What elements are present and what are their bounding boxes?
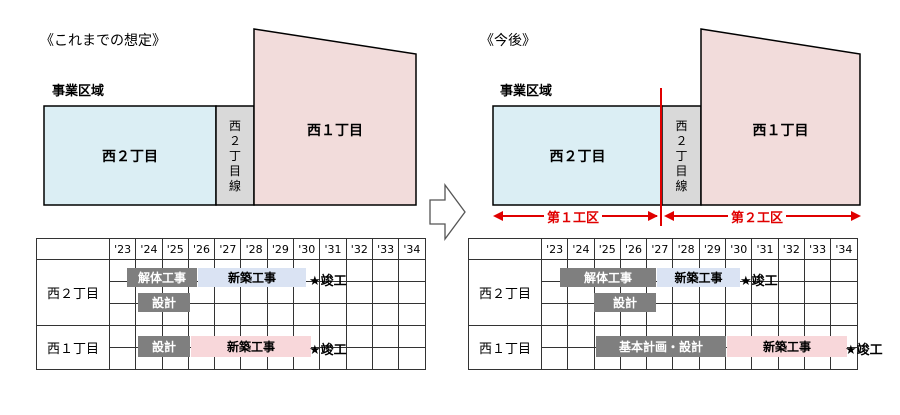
year-header: '25 bbox=[593, 238, 621, 260]
road-char: 線 bbox=[675, 178, 688, 193]
right-west1-label: 西１丁目 bbox=[752, 123, 809, 139]
road-char: 丁 bbox=[228, 148, 241, 163]
left-area-label: 事業区域 bbox=[52, 84, 105, 99]
year-header: '33 bbox=[371, 238, 400, 260]
road-char: ２ bbox=[675, 133, 688, 148]
year-header: '28 bbox=[672, 238, 700, 260]
table-header-row: '23 '24 '25 '26 '27 '28 '29 '30 '31 '32 … bbox=[36, 238, 426, 260]
road-char: 線 bbox=[228, 178, 241, 193]
left-west1-block-shape bbox=[253, 28, 417, 206]
zone1-right-arrowhead-icon bbox=[648, 211, 658, 221]
right-west2-label: 西２丁目 bbox=[549, 148, 606, 165]
left-completion-w1: ★竣工 bbox=[309, 343, 347, 358]
left-west1-label: 西１丁目 bbox=[307, 123, 363, 139]
zone2-label: 第２工区 bbox=[728, 207, 787, 226]
right-west1-block-shape bbox=[700, 28, 861, 206]
table-header-row: '23 '24 '25 '26 '27 '28 '29 '30 '31 '32 … bbox=[468, 238, 858, 260]
year-header: '32 bbox=[345, 238, 373, 260]
year-header: '30 bbox=[725, 238, 753, 260]
zone1-left-arrowhead-icon bbox=[493, 211, 503, 221]
year-header: '25 bbox=[161, 238, 189, 260]
road-char: 西 bbox=[228, 118, 241, 133]
right-new-build-w2-bar: 新築工事 bbox=[657, 268, 740, 287]
year-header: '31 bbox=[751, 238, 779, 260]
table-corner bbox=[36, 238, 110, 260]
year-header: '31 bbox=[319, 238, 347, 260]
right-basic-plan-bar: 基本計画・設計 bbox=[596, 336, 726, 357]
row-label: 西２丁目 bbox=[36, 259, 110, 326]
road-char: ２ bbox=[228, 133, 241, 148]
left-new-build-w1-bar: 新築工事 bbox=[191, 336, 311, 357]
year-header: '24 bbox=[567, 238, 595, 260]
road-char: 目 bbox=[675, 163, 688, 178]
year-header: '26 bbox=[187, 238, 216, 260]
zone2-right-arrowhead-icon bbox=[851, 211, 861, 221]
left-heading: 《これまでの想定》 bbox=[40, 33, 166, 49]
zone1-label: 第１工区 bbox=[544, 207, 603, 226]
right-completion-w1: ★竣工 bbox=[845, 343, 883, 358]
year-header: '29 bbox=[698, 238, 727, 260]
year-header: '29 bbox=[266, 238, 295, 260]
year-header: '26 bbox=[619, 238, 648, 260]
right-heading: 《今後》 bbox=[480, 33, 536, 49]
row-label: 西１丁目 bbox=[468, 325, 542, 370]
right-design-w2-bar: 設計 bbox=[594, 293, 656, 312]
left-road-label: 西 ２ 丁 目 線 bbox=[216, 112, 254, 200]
year-header: '34 bbox=[830, 238, 858, 260]
year-header: '23 bbox=[108, 238, 137, 260]
right-site-diagram bbox=[492, 28, 861, 226]
right-completion-w2: ★竣工 bbox=[740, 274, 778, 289]
right-arrow-outline-icon bbox=[429, 183, 466, 241]
table-corner bbox=[468, 238, 542, 260]
year-header: '28 bbox=[240, 238, 268, 260]
year-header: '27 bbox=[214, 238, 242, 260]
zone2-left-arrowhead-icon bbox=[664, 211, 674, 221]
left-site-diagram bbox=[43, 28, 417, 206]
left-demolition-bar: 解体工事 bbox=[127, 268, 197, 287]
row-label: 西２丁目 bbox=[468, 259, 542, 326]
year-header: '32 bbox=[777, 238, 805, 260]
left-design-w2-bar: 設計 bbox=[138, 293, 190, 312]
year-header: '23 bbox=[540, 238, 569, 260]
right-new-build-w1-bar: 新築工事 bbox=[727, 336, 847, 357]
left-design-w1-bar: 設計 bbox=[138, 336, 190, 357]
road-char: 丁 bbox=[675, 148, 688, 163]
year-header: '27 bbox=[646, 238, 674, 260]
left-new-build-w2-bar: 新築工事 bbox=[198, 268, 306, 287]
left-west2-label: 西２丁目 bbox=[102, 148, 158, 165]
road-char: 西 bbox=[675, 118, 688, 133]
right-area-label: 事業区域 bbox=[500, 84, 553, 99]
row-label: 西１丁目 bbox=[36, 325, 110, 370]
left-completion-w2: ★竣工 bbox=[309, 274, 347, 289]
year-header: '24 bbox=[135, 238, 163, 260]
road-char: 目 bbox=[228, 163, 241, 178]
year-header: '30 bbox=[293, 238, 321, 260]
year-header: '34 bbox=[398, 238, 426, 260]
right-road-label: 西 ２ 丁 目 線 bbox=[662, 112, 701, 200]
year-header: '33 bbox=[803, 238, 832, 260]
right-demolition-bar: 解体工事 bbox=[560, 268, 656, 287]
